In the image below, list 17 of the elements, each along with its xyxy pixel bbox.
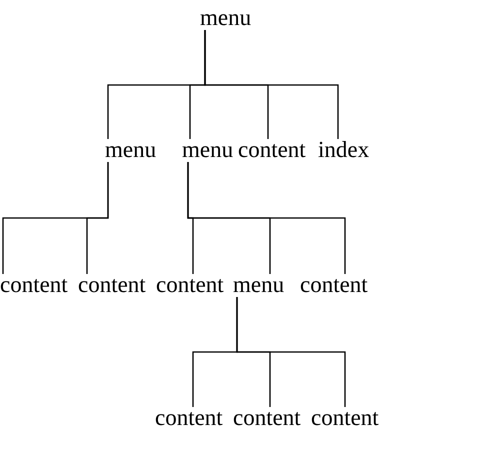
tree-node-label: content xyxy=(300,272,368,298)
tree-node-label: content xyxy=(0,272,68,298)
tree-node-label: menu xyxy=(182,137,234,163)
tree-node-label: content xyxy=(156,272,224,298)
tree-connector xyxy=(86,162,109,274)
tree-node-label: menu xyxy=(200,5,252,31)
tree-node-label: content xyxy=(155,405,223,431)
tree-connector xyxy=(204,30,339,139)
tree-node-label: content xyxy=(311,405,379,431)
tree-connector xyxy=(236,297,346,407)
tree-node-label: content xyxy=(78,272,146,298)
tree-node-label: index xyxy=(318,137,370,163)
tree-node-label: content xyxy=(233,405,301,431)
tree-node-label: content xyxy=(238,137,306,163)
tree-node-label: menu xyxy=(233,272,284,298)
tree-node-label: menu xyxy=(105,137,156,163)
tree-connector xyxy=(187,162,346,274)
